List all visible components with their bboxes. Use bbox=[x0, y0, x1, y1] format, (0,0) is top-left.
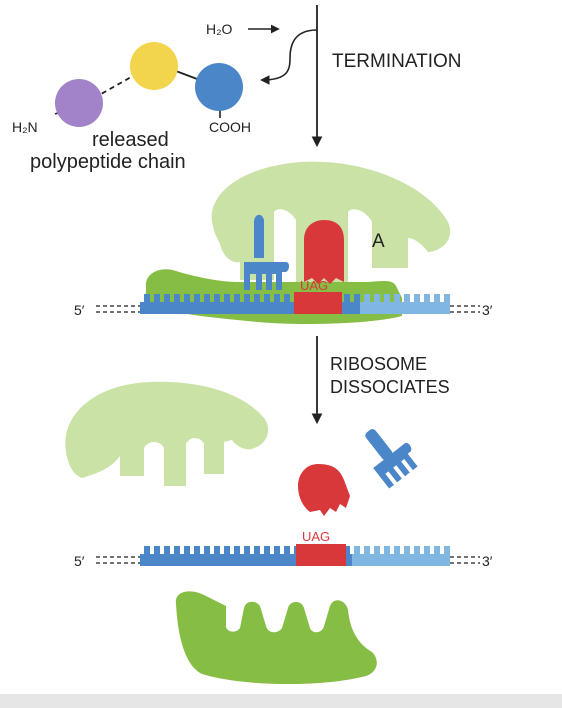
mrna-nucleotide-top bbox=[164, 294, 170, 304]
c-terminus-label: COOH bbox=[209, 119, 251, 135]
mrna-backbone-light-top bbox=[360, 302, 450, 314]
trna-p-site bbox=[244, 214, 289, 290]
amino-acid-yellow bbox=[130, 42, 178, 90]
mrna-nucleotide-top bbox=[154, 294, 160, 304]
mrna-nucleotide-top bbox=[424, 294, 430, 304]
mrna-nucleotide-bottom bbox=[154, 546, 160, 556]
five-prime-label-top: 5′ bbox=[74, 302, 85, 318]
mrna-nucleotide-bottom bbox=[254, 546, 260, 556]
bottom-bar bbox=[0, 694, 562, 708]
mrna-nucleotide-bottom bbox=[234, 546, 240, 556]
mrna-nucleotide-bottom bbox=[284, 546, 290, 556]
trna-released bbox=[365, 429, 418, 489]
released-label: released bbox=[92, 129, 169, 151]
stop-codon-label-bottom: UAG bbox=[302, 529, 330, 544]
mrna-nucleotide-bottom bbox=[424, 546, 430, 556]
mrna-nucleotide-top bbox=[414, 294, 420, 304]
mrna-nucleotide-bottom bbox=[364, 546, 370, 556]
mrna-top: UAG bbox=[96, 278, 480, 314]
release-curve bbox=[260, 29, 318, 85]
release-factor-released bbox=[298, 464, 350, 516]
mrna-nucleotide-top bbox=[194, 294, 200, 304]
termination-label: TERMINATION bbox=[332, 51, 461, 72]
mrna-bottom: UAG bbox=[96, 529, 480, 566]
water-label: H₂O bbox=[206, 21, 233, 37]
mrna-nucleotide-bottom bbox=[264, 546, 270, 556]
ribosome-small-subunit-released bbox=[175, 591, 377, 685]
mrna-nucleotide-top bbox=[204, 294, 210, 304]
ribosome-large-subunit-released bbox=[65, 381, 269, 486]
trna-released-stem bbox=[365, 429, 393, 461]
dissociate-label-line1: RIBOSOME bbox=[330, 354, 427, 374]
stop-codon-block-bottom bbox=[296, 544, 346, 566]
stop-codon-block-top bbox=[294, 292, 342, 314]
mrna-nucleotide-top bbox=[144, 294, 150, 304]
three-prime-label-top: 3′ bbox=[482, 302, 493, 318]
mrna-nucleotide-top bbox=[214, 294, 220, 304]
mrna-nucleotide-bottom bbox=[274, 546, 280, 556]
polypeptide-chain-label: polypeptide chain bbox=[30, 151, 186, 173]
mrna-nucleotide-bottom bbox=[144, 546, 150, 556]
mrna-nucleotide-top bbox=[384, 294, 390, 304]
mrna-nucleotide-top bbox=[224, 294, 230, 304]
mrna-nucleotide-top bbox=[394, 294, 400, 304]
trna-released-body bbox=[373, 442, 418, 489]
amino-acid-purple bbox=[55, 79, 103, 127]
mrna-nucleotide-bottom bbox=[164, 546, 170, 556]
a-site-label: A bbox=[372, 231, 385, 252]
mrna-nucleotide-bottom bbox=[344, 546, 350, 556]
mrna-nucleotide-top bbox=[284, 294, 290, 304]
mrna-nucleotide-top bbox=[374, 294, 380, 304]
mrna-nucleotide-top bbox=[184, 294, 190, 304]
stop-codon-label-top: UAG bbox=[300, 278, 328, 293]
mrna-backbone-light-bottom bbox=[352, 554, 450, 566]
mrna-nucleotide-top bbox=[344, 294, 350, 304]
dissociate-label-line2: DISSOCIATES bbox=[330, 377, 450, 397]
amino-acid-blue bbox=[195, 63, 243, 111]
mrna-nucleotide-bottom bbox=[354, 546, 360, 556]
mrna-nucleotide-top bbox=[234, 294, 240, 304]
mrna-nucleotide-top bbox=[444, 294, 450, 304]
mrna-nucleotide-bottom bbox=[374, 546, 380, 556]
mrna-nucleotide-bottom bbox=[244, 546, 250, 556]
mrna-nucleotide-top bbox=[174, 294, 180, 304]
mrna-nucleotide-bottom bbox=[404, 546, 410, 556]
mrna-nucleotide-top bbox=[364, 294, 370, 304]
mrna-nucleotide-bottom bbox=[444, 546, 450, 556]
three-prime-label-bottom: 3′ bbox=[482, 553, 493, 569]
mrna-nucleotide-bottom bbox=[224, 546, 230, 556]
mrna-nucleotide-top bbox=[254, 294, 260, 304]
mrna-nucleotide-top bbox=[274, 294, 280, 304]
mrna-nucleotide-bottom bbox=[384, 546, 390, 556]
n-terminus-label: H₂N bbox=[12, 119, 38, 135]
release-factor-top bbox=[304, 220, 344, 284]
mrna-nucleotide-bottom bbox=[414, 546, 420, 556]
mrna-nucleotide-top bbox=[404, 294, 410, 304]
mrna-nucleotide-top bbox=[264, 294, 270, 304]
mrna-nucleotide-bottom bbox=[394, 546, 400, 556]
mrna-nucleotide-top bbox=[434, 294, 440, 304]
mrna-nucleotide-bottom bbox=[194, 546, 200, 556]
mrna-nucleotide-top bbox=[244, 294, 250, 304]
mrna-nucleotide-bottom bbox=[434, 546, 440, 556]
mrna-nucleotide-bottom bbox=[184, 546, 190, 556]
mrna-nucleotide-bottom bbox=[204, 546, 210, 556]
mrna-nucleotide-bottom bbox=[214, 546, 220, 556]
mrna-nucleotide-bottom bbox=[174, 546, 180, 556]
mrna-nucleotide-top bbox=[354, 294, 360, 304]
five-prime-label-bottom: 5′ bbox=[74, 553, 85, 569]
